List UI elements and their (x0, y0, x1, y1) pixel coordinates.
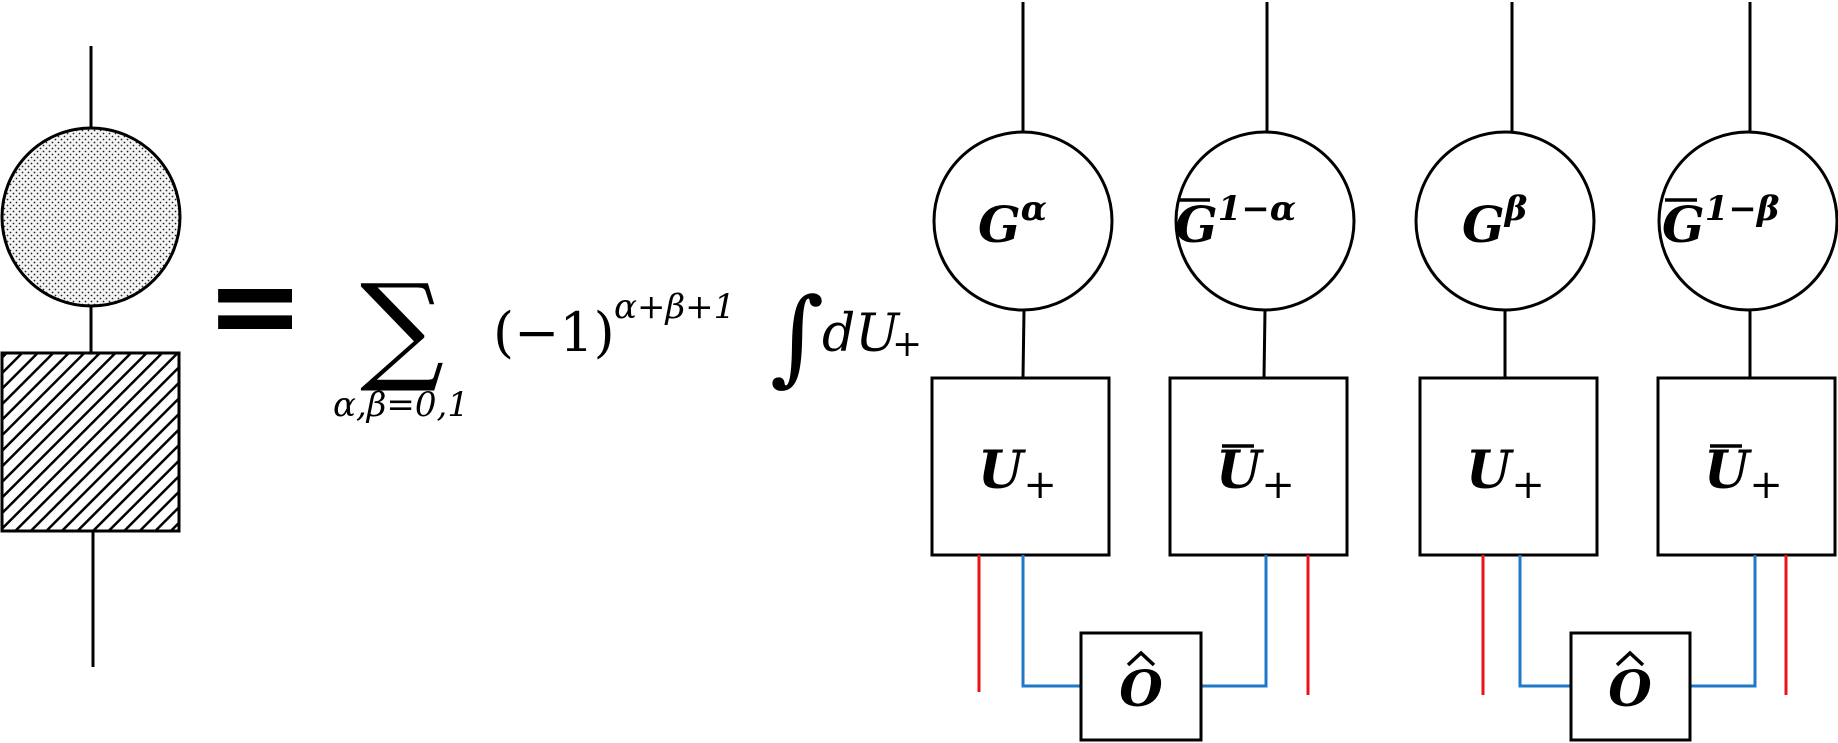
lhs-tensor (0, 46, 182, 667)
blue-leg-2 (1201, 555, 1268, 688)
u-plus-box-1 (930, 376, 1111, 557)
sign-exponent: α+β+1 (614, 287, 735, 327)
u-plus-box-3 (1418, 376, 1599, 557)
sum-index: α,β=0,1 (333, 385, 469, 425)
unitary-2-base: U (1216, 440, 1264, 501)
gbar-one-minus-beta-circle (1657, 130, 1838, 312)
network-right (1414, 2, 1838, 742)
circle-label-3: Gβ (1462, 189, 1527, 254)
operator-labels: O O (1119, 650, 1652, 718)
blue-leg-3 (1518, 555, 1571, 688)
circle-2-sup: 1−α (1218, 189, 1296, 229)
operator-2-hat (1615, 650, 1645, 667)
sign-base: (−1) (493, 301, 615, 364)
circle-label-4: G1−β (1662, 189, 1779, 254)
unitary-label-4: U+ (1704, 440, 1783, 508)
unitary-1-sub: + (1023, 462, 1057, 508)
o-hat-box-2 (1569, 631, 1692, 742)
circle-4-sup: 1−β (1705, 189, 1780, 229)
lhs-hatched-square (0, 351, 181, 533)
unitary-3-sub: + (1511, 462, 1545, 508)
formula: ∑ α,β=0,1 (−1) α+β+1 ∫ dU + (333, 258, 922, 425)
circle-box-leg-1 (1021, 309, 1026, 379)
ubar-plus-box-4 (1656, 376, 1837, 557)
lhs-dotted-circle (0, 126, 182, 308)
unitary-3-base: U (1466, 440, 1514, 501)
circle-3-base: G (1462, 195, 1505, 254)
circle-1-sup: α (1021, 189, 1047, 229)
blue-leg-1 (1021, 555, 1081, 688)
blue-leg-4 (1690, 555, 1757, 688)
unitary-2-sub: + (1261, 462, 1295, 508)
circle-box-leg-2 (1262, 309, 1267, 379)
circle-1-base: G (978, 195, 1021, 254)
measure-subscript: + (892, 324, 922, 365)
unitary-4-base: U (1704, 440, 1752, 501)
unitary-label-2: U+ (1216, 440, 1295, 508)
sum-symbol: ∑ (360, 258, 444, 396)
operator-1-hat (1126, 650, 1156, 667)
circle-4-base: G (1662, 195, 1705, 254)
circle-labels: Gα G1−α Gβ G1−β (978, 189, 1779, 254)
operator-label-1: O (1119, 659, 1163, 718)
integral-symbol: ∫ (770, 275, 824, 397)
circle-label-2: G1−α (1175, 189, 1296, 254)
unitary-label-1: U+ (978, 440, 1057, 508)
circle-2-base: G (1175, 195, 1218, 254)
unitary-labels: U+ U+ U+ U+ (978, 440, 1783, 508)
unitary-label-3: U+ (1466, 440, 1545, 508)
circle-label-1: Gα (978, 189, 1047, 254)
measure: dU (822, 304, 901, 364)
circle-3-sup: β (1503, 189, 1528, 229)
operator-label-2: O (1608, 659, 1652, 718)
unitary-4-sub: + (1749, 462, 1783, 508)
ubar-plus-box-2 (1168, 376, 1349, 557)
network-left (930, 2, 1356, 742)
unitary-1-base: U (978, 440, 1026, 501)
equals-sign: = (206, 236, 305, 374)
